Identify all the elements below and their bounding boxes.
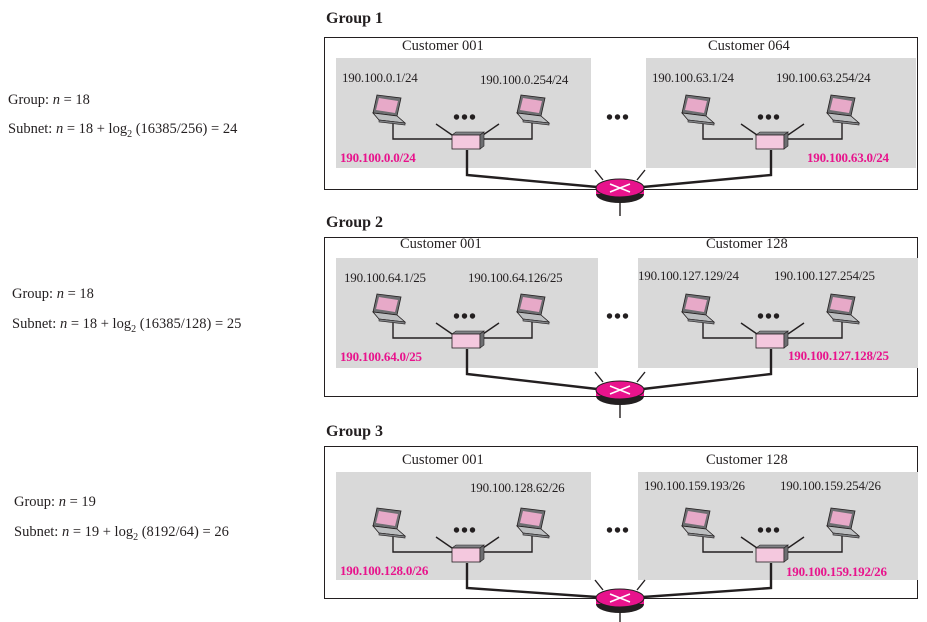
group-title: Group 1 <box>326 10 384 27</box>
group-title: Group 2 <box>326 214 384 231</box>
ellipsis: ••• <box>453 520 478 542</box>
host-ip-left: 190.100.64.1/25 <box>344 270 426 285</box>
router-icon <box>595 380 645 405</box>
network-address: 190.100.127.128/25 <box>788 348 889 363</box>
customer-name: Customer 128 <box>706 236 788 252</box>
laptop-icon <box>372 293 407 325</box>
laptop-icon <box>516 94 551 126</box>
host-ip-right: 190.100.64.126/25 <box>468 270 563 285</box>
network-address: 190.100.128.0/26 <box>340 563 429 578</box>
host-ip-right: 190.100.159.254/26 <box>780 478 881 493</box>
ellipsis: ••• <box>606 306 631 328</box>
router-icon <box>595 588 645 613</box>
laptop-icon <box>826 507 861 539</box>
laptop-icon <box>681 94 716 126</box>
laptop-icon <box>681 507 716 539</box>
group-title: Group 3 <box>326 423 384 440</box>
group-n-formula: Group: n = 18 <box>8 92 90 108</box>
switch-icon <box>755 544 789 563</box>
host-ip-right: 190.100.0.254/24 <box>480 72 569 87</box>
host-ip-left: 190.100.0.1/24 <box>342 70 418 85</box>
host-ip-left: 190.100.127.129/24 <box>638 268 739 283</box>
customer-name: Customer 001 <box>402 38 484 54</box>
host-ip-left: 190.100.159.193/26 <box>644 478 745 493</box>
customer-name: Customer 064 <box>708 38 790 54</box>
customer-name: Customer 001 <box>402 452 484 468</box>
router-icon <box>595 178 645 203</box>
ellipsis: ••• <box>453 107 478 129</box>
host-ip-right: 190.100.63.254/24 <box>776 70 871 85</box>
laptop-icon <box>372 94 407 126</box>
laptop-icon <box>826 293 861 325</box>
switch-icon <box>755 330 789 349</box>
ellipsis: ••• <box>606 107 631 129</box>
switch-icon <box>451 544 485 563</box>
group-n-formula: Group: n = 19 <box>14 494 96 510</box>
subnet-n-formula: Subnet: n = 18 + log2 (16385/256) = 24 <box>8 121 238 140</box>
ellipsis: ••• <box>606 520 631 542</box>
subnet-n-formula: Subnet: n = 18 + log2 (16385/128) = 25 <box>12 316 242 335</box>
switch-icon <box>451 131 485 150</box>
laptop-icon <box>516 507 551 539</box>
host-ip-left: 190.100.63.1/24 <box>652 70 734 85</box>
customer-name: Customer 128 <box>706 452 788 468</box>
ellipsis: ••• <box>757 306 782 328</box>
switch-icon <box>451 330 485 349</box>
subnet-n-formula: Subnet: n = 19 + log2 (8192/64) = 26 <box>14 524 229 543</box>
network-address: 190.100.64.0/25 <box>340 349 422 364</box>
customer-name: Customer 001 <box>400 236 482 252</box>
laptop-icon <box>516 293 551 325</box>
network-address: 190.100.159.192/26 <box>786 564 887 579</box>
switch-icon <box>755 131 789 150</box>
group-n-formula: Group: n = 18 <box>12 286 94 302</box>
host-ip-right: 190.100.128.62/26 <box>470 480 565 495</box>
network-address: 190.100.63.0/24 <box>807 150 889 165</box>
ellipsis: ••• <box>757 107 782 129</box>
laptop-icon <box>681 293 716 325</box>
host-ip-right: 190.100.127.254/25 <box>774 268 875 283</box>
laptop-icon <box>826 94 861 126</box>
network-address: 190.100.0.0/24 <box>340 150 416 165</box>
ellipsis: ••• <box>757 520 782 542</box>
laptop-icon <box>372 507 407 539</box>
ellipsis: ••• <box>453 306 478 328</box>
